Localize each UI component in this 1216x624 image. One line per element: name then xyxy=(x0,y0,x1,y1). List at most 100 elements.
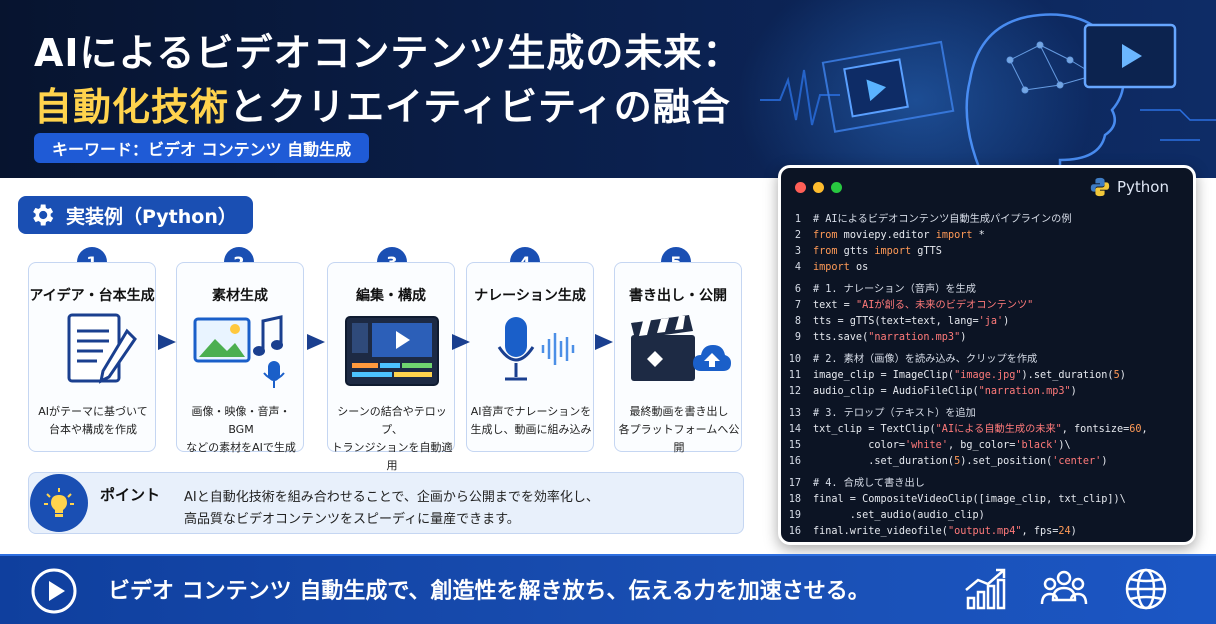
code-titlebar: Python xyxy=(781,168,1193,206)
step-title: 書き出し・公開 xyxy=(629,288,727,304)
code-text: import os xyxy=(813,262,869,273)
point-text-line1: AIと自動化技術を組み合わせることで、企画から公開までを効率化し、 xyxy=(184,490,599,505)
page-title-line1: AIによるビデオコンテンツ生成の未来： xyxy=(34,31,742,75)
step-card-5: 書き出し・公開 最終動画を書き出し 各プラットフォームへ公開 xyxy=(614,262,742,454)
step-desc-line2: 台本や構成を作成 xyxy=(49,423,137,436)
point-text-line2: 高品質なビデオコンテンツをスピーディに量産できます。 xyxy=(184,512,520,527)
step-description: AI音声でナレーションを 生成し、動画に組み込み xyxy=(469,403,593,439)
line-number: 14 xyxy=(788,424,801,435)
line-number: 9 xyxy=(794,332,801,343)
keyword-badge: キーワード：ビデオ コンテンツ 自動生成 xyxy=(34,133,370,163)
line-number: 11 xyxy=(788,370,801,381)
code-line: 3 from gtts import gTTS xyxy=(781,244,1193,260)
line-number: 10 xyxy=(788,354,801,365)
code-text: # 4. 合成して書き出し xyxy=(813,478,925,489)
play-icon xyxy=(31,568,77,614)
title-rest: とクリエイティビティの融合 xyxy=(229,85,731,129)
code-line: 1 # AIによるビデオコンテンツ自動生成パイプラインの例 xyxy=(781,212,1193,228)
code-line: 17# 4. 合成して書き出し xyxy=(781,476,1193,492)
code-line: 7 text = "AIが創る、未来のビデオコンテンツ" xyxy=(781,298,1193,314)
chevron-right-icon xyxy=(307,334,325,350)
step-description: シーンの結合やテロップ、 トランジションを自動適用 xyxy=(330,403,454,475)
step-description: 画像・映像・音声・BGM などの素材をAIで生成 xyxy=(179,403,303,457)
code-line: 10 # 2. 素材（画像）を読み込み、クリップを作成 xyxy=(781,352,1193,368)
code-text: # AIによるビデオコンテンツ自動生成パイプラインの例 xyxy=(813,214,1072,225)
line-number: 15 xyxy=(788,440,801,451)
footer-slogan: ビデオ コンテンツ 自動生成で、創造性を解き放ち、伝える力を加速させる。 xyxy=(108,579,870,604)
step-desc-line1: AIがテーマに基づいて xyxy=(38,405,148,418)
minimize-dot-icon xyxy=(813,182,824,193)
code-text: # 1. ナレーション（音声）を生成 xyxy=(813,284,976,295)
line-number: 3 xyxy=(794,246,801,257)
line-number: 2 xyxy=(794,230,801,241)
line-number: 8 xyxy=(794,316,801,327)
step-card-2: 素材生成 画像・映像・音声・BGM などの素材をAIで生成 xyxy=(176,262,304,454)
step-title: ナレーション生成 xyxy=(474,288,586,304)
code-line: 6 # 1. ナレーション（音声）を生成 xyxy=(781,282,1193,298)
code-language-label: Python xyxy=(1117,178,1169,196)
step-title: アイデア・台本生成 xyxy=(29,288,155,304)
code-line: 16 .set_duration(5).set_position('center… xyxy=(781,454,1193,470)
step-description: 最終動画を書き出し 各プラットフォームへ公開 xyxy=(617,403,741,457)
step-desc-line1: AI音声でナレーションを xyxy=(470,405,592,418)
gear-icon xyxy=(33,204,54,226)
document-pen-icon xyxy=(67,313,137,384)
code-editor: 1 # AIによるビデオコンテンツ自動生成パイプラインの例 2 from moviep… xyxy=(781,212,1193,540)
step-desc-line1: 画像・映像・音声・BGM xyxy=(191,405,291,436)
step-description: AIがテーマに基づいて 台本や構成を作成 xyxy=(31,403,155,439)
step-desc-line2: 生成し、動画に組み込み xyxy=(470,423,592,436)
implementation-badge: 実装例（Python） xyxy=(18,196,253,234)
line-number: 13 xyxy=(788,408,801,419)
step-desc-line2: などの素材をAIで生成 xyxy=(186,441,296,454)
step-title: 素材生成 xyxy=(212,288,268,304)
step-title: 編集・構成 xyxy=(356,288,426,304)
microphone-icon xyxy=(497,317,575,381)
step-desc-line1: 最終動画を書き出し xyxy=(629,405,729,418)
code-text: from moviepy.editor import * xyxy=(813,230,985,241)
clapper-upload-icon xyxy=(631,315,731,381)
step-card-4: ナレーション生成 AI音声でナレーションを 生成し、動画に組み込み xyxy=(466,262,594,452)
implementation-label: 実装例（Python） xyxy=(66,205,237,228)
code-line: 16 final.write_videofile("output.mp4", fp… xyxy=(781,524,1193,540)
line-number: 16 xyxy=(788,526,801,537)
growth-chart-icon xyxy=(965,568,1006,610)
line-number: 6 xyxy=(794,284,801,295)
line-number: 18 xyxy=(788,494,801,505)
lightbulb-icon xyxy=(30,474,88,532)
page-title-line2: 自動化技術とクリエイティビティの融合 xyxy=(34,76,731,131)
code-text: # 2. 素材（画像）を読み込み、クリップを作成 xyxy=(813,354,1038,365)
globe-icon xyxy=(1125,568,1167,610)
code-line: 18 final = CompositeVideoClip([image_clip… xyxy=(781,492,1193,508)
code-text: final = CompositeVideoClip([image_clip, … xyxy=(813,494,1126,505)
code-text: from gtts import gTTS xyxy=(813,246,942,257)
line-number: 7 xyxy=(794,300,801,311)
code-line: 8 tts = gTTS(text=text, lang='ja') xyxy=(781,314,1193,330)
code-text: .set_duration(5).set_position('center') xyxy=(813,456,1108,467)
code-window: Python 1 # AIによるビデオコンテンツ自動生成パイプラインの例 2 from… xyxy=(778,165,1196,545)
line-number: 1 xyxy=(794,214,801,225)
line-number: 19 xyxy=(788,510,801,521)
maximize-dot-icon xyxy=(831,182,842,193)
code-text: audio_clip = AudioFileClip("narration.mp… xyxy=(813,386,1077,397)
code-text: image_clip = ImageClip("image.jpg").set_… xyxy=(813,370,1126,381)
line-number: 16 xyxy=(788,456,801,467)
line-number: 4 xyxy=(794,262,801,273)
code-text: final.write_videofile("output.mp4", fps=… xyxy=(813,526,1077,537)
code-text: tts = gTTS(text=text, lang='ja') xyxy=(813,316,1010,327)
code-line: 4 import os xyxy=(781,260,1193,276)
point-box xyxy=(28,472,744,534)
code-line: 11 image_clip = ImageClip("image.jpg").se… xyxy=(781,368,1193,384)
title-highlight: 自動化技術 xyxy=(34,85,230,129)
code-text: text = "AIが創る、未来のビデオコンテンツ" xyxy=(813,300,1034,311)
python-logo-icon xyxy=(1090,177,1110,197)
video-editor-icon xyxy=(345,316,439,386)
chevron-right-icon xyxy=(595,334,613,350)
chevron-right-icon xyxy=(452,334,470,350)
code-line: 2 from moviepy.editor import * xyxy=(781,228,1193,244)
ai-head-video-illustration xyxy=(760,13,1216,175)
code-line: 13# 3. テロップ（テキスト）を追加 xyxy=(781,406,1193,422)
close-dot-icon xyxy=(795,182,806,193)
code-text: color='white', bg_color='black')\ xyxy=(813,440,1071,451)
